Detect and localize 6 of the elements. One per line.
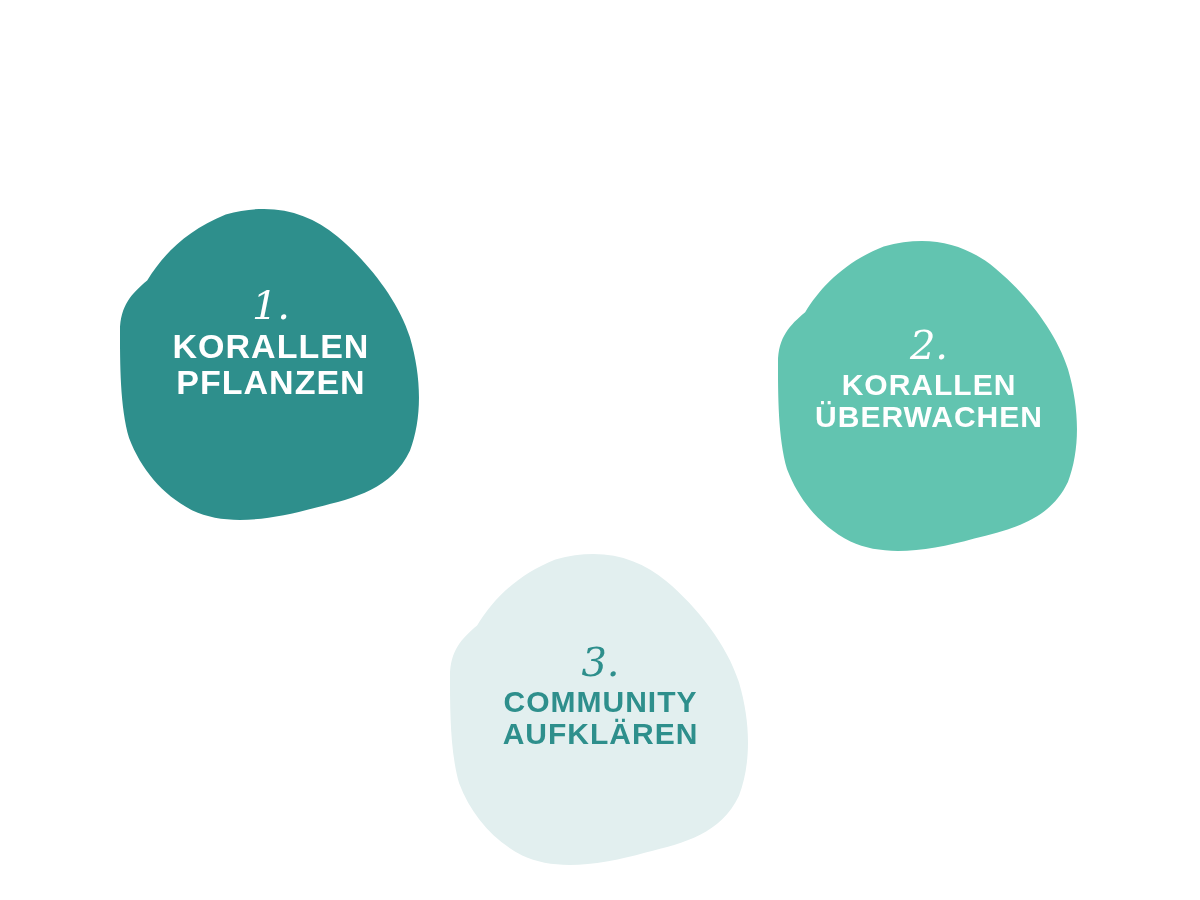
step-number: 2. bbox=[909, 325, 949, 365]
step-title: KORALLEN PFLANZEN bbox=[171, 329, 371, 401]
step-number: 3. bbox=[581, 642, 620, 682]
step-title: COMMUNITY AUFKLÄREN bbox=[501, 686, 700, 749]
step-title: KORALLEN ÜBERWACHEN bbox=[814, 369, 1044, 432]
step-number: 1. bbox=[251, 285, 291, 325]
